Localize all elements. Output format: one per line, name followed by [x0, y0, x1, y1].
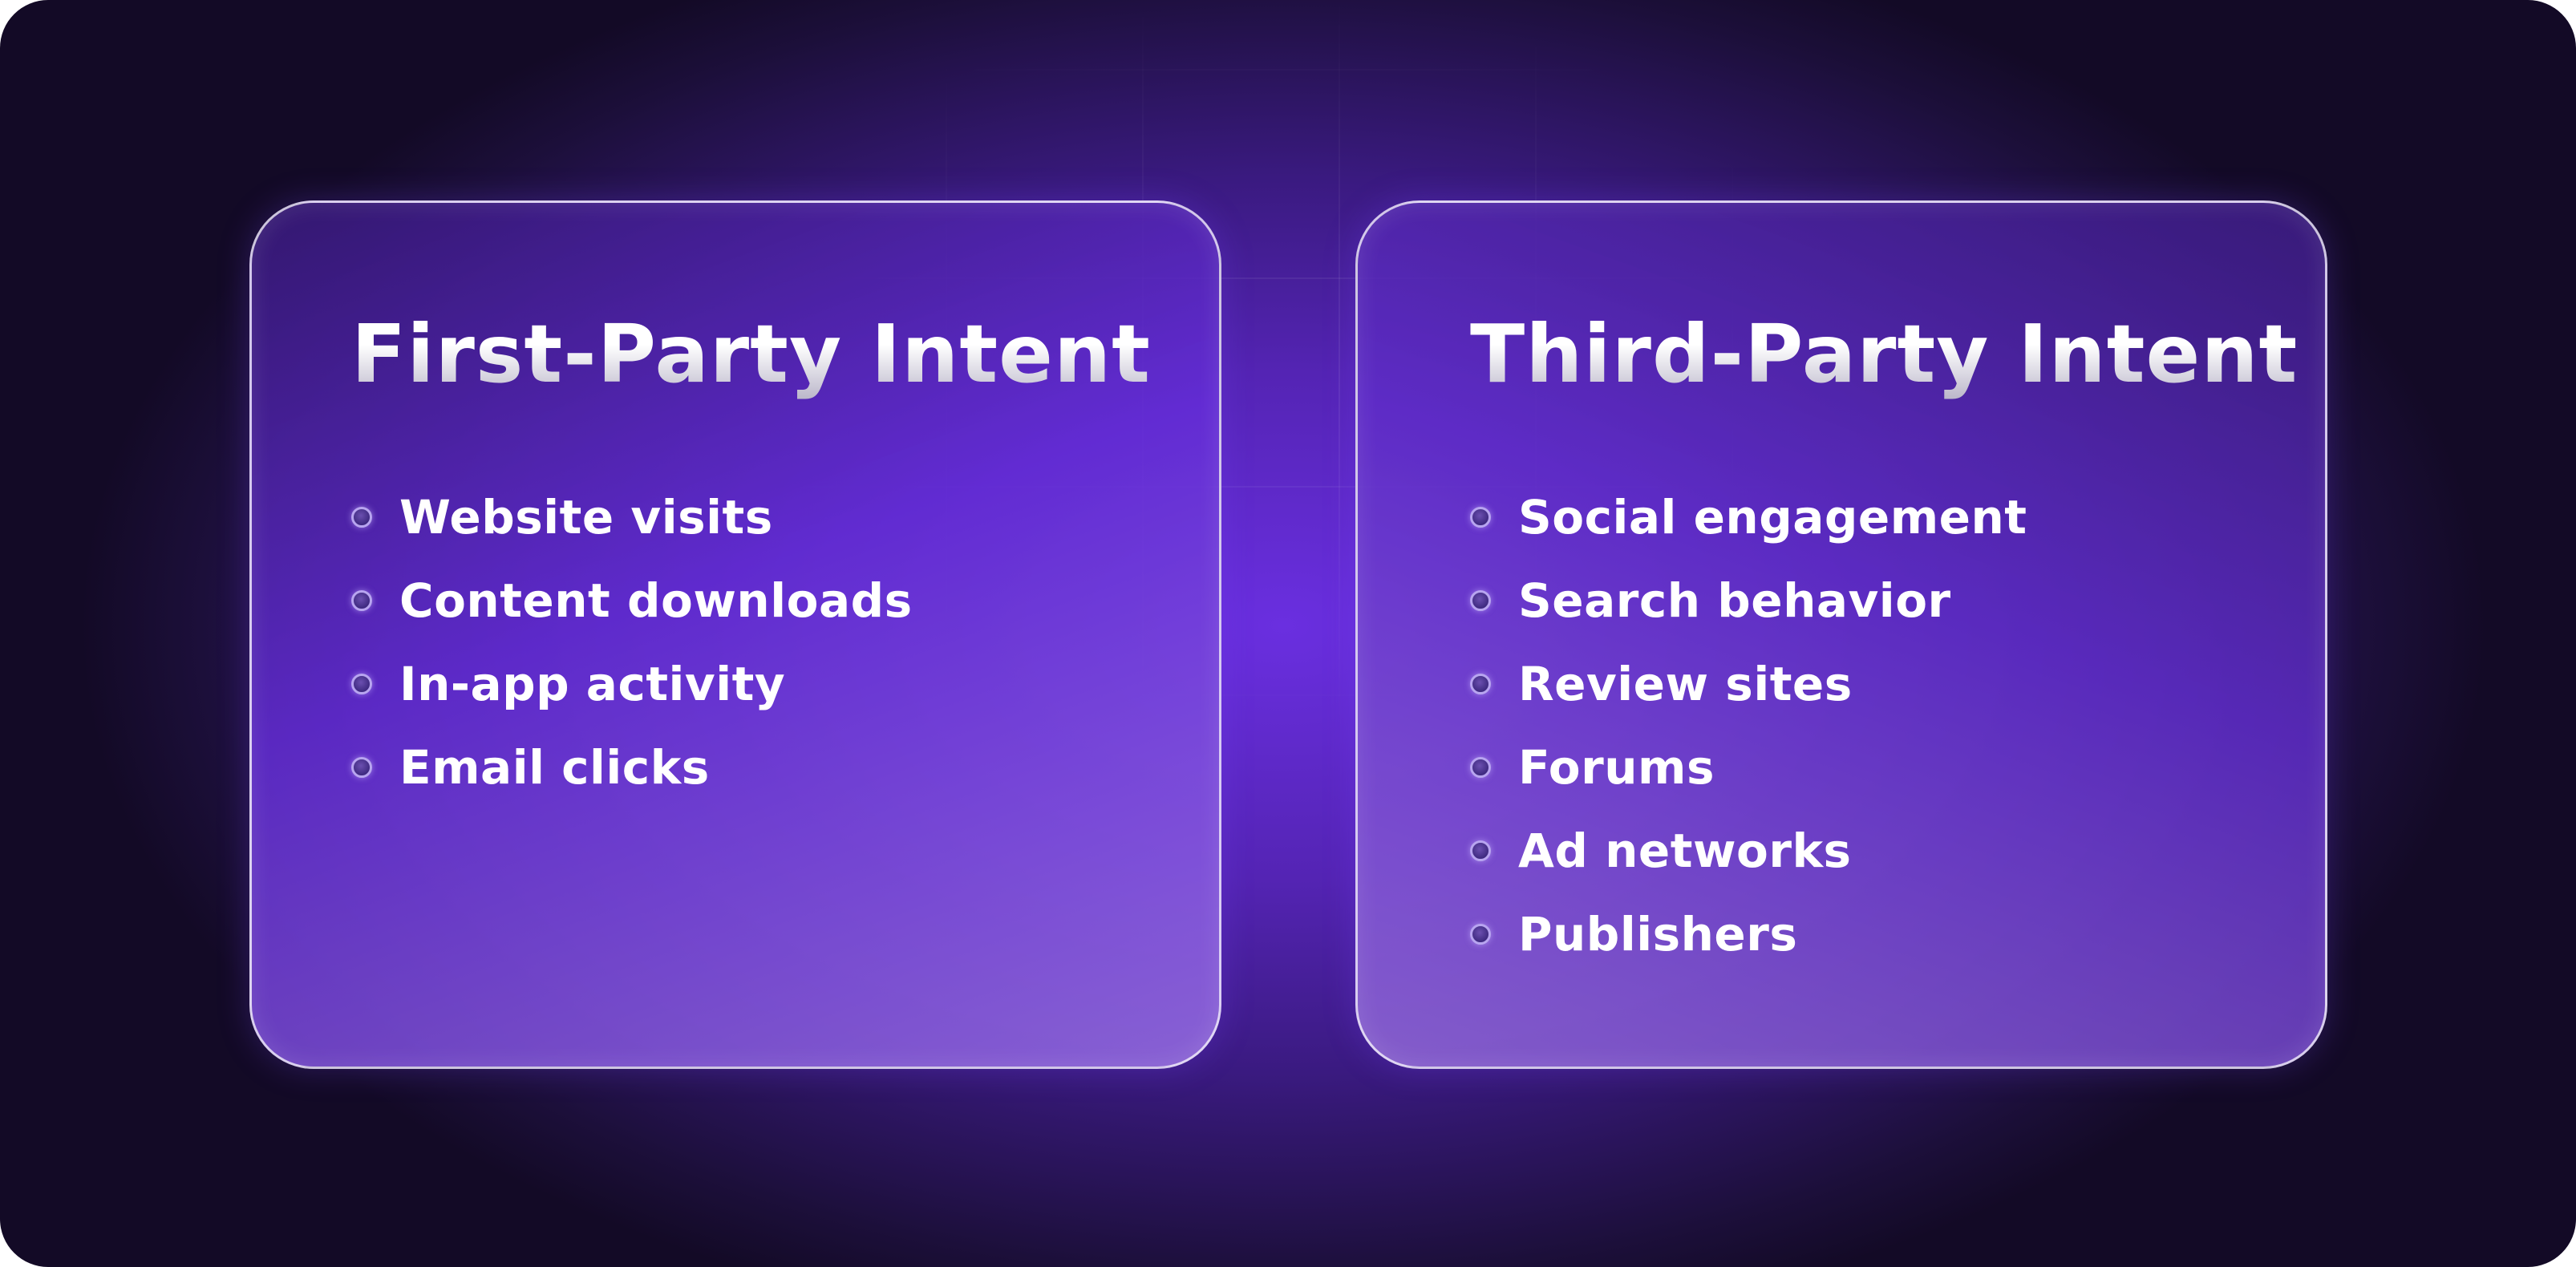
bullet-icon — [1470, 590, 1491, 611]
list-item-label: Review sites — [1518, 657, 1853, 711]
list-item: In-app activity — [351, 642, 913, 726]
bullet-icon — [351, 674, 372, 694]
list-item: Forums — [1470, 726, 2027, 809]
list-item: Review sites — [1470, 642, 2027, 726]
list-item: Content downloads — [351, 559, 913, 642]
card-title: First-Party Intent — [351, 307, 1151, 401]
list-item: Ad networks — [1470, 809, 2027, 893]
bullet-icon — [1470, 507, 1491, 528]
list-item-label: Forums — [1518, 740, 1715, 795]
list-item-label: In-app activity — [399, 657, 786, 711]
list-item: Social engagement — [1470, 476, 2027, 559]
bullet-icon — [1470, 840, 1491, 861]
third-party-intent-card: Third-Party Intent Social engagement Sea… — [1355, 200, 2327, 1069]
bullet-icon — [351, 507, 372, 528]
bullet-icon — [1470, 924, 1491, 945]
first-party-list: Website visits Content downloads In-app … — [351, 476, 913, 809]
list-item: Website visits — [351, 476, 913, 559]
bullet-icon — [1470, 757, 1491, 778]
list-item: Search behavior — [1470, 559, 2027, 642]
first-party-intent-card: First-Party Intent Website visits Conten… — [249, 200, 1221, 1069]
list-item-label: Email clicks — [399, 740, 710, 795]
list-item: Email clicks — [351, 726, 913, 809]
list-item-label: Website visits — [399, 490, 773, 544]
bullet-icon — [351, 590, 372, 611]
card-title: Third-Party Intent — [1470, 307, 2299, 401]
list-item-label: Search behavior — [1518, 573, 1951, 628]
list-item-label: Content downloads — [399, 573, 913, 628]
bullet-icon — [351, 757, 372, 778]
bullet-icon — [1470, 674, 1491, 694]
list-item: Publishers — [1470, 893, 2027, 976]
list-item-label: Social engagement — [1518, 490, 2027, 544]
list-item-label: Publishers — [1518, 907, 1798, 961]
third-party-list: Social engagement Search behavior Review… — [1470, 476, 2027, 976]
list-item-label: Ad networks — [1518, 824, 1852, 878]
